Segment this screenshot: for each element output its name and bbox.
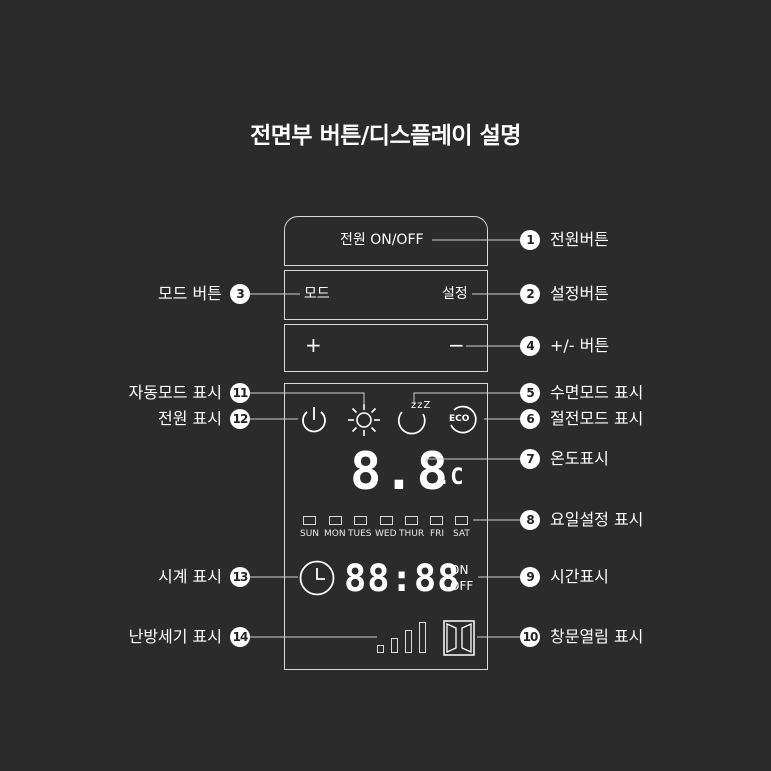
day-box-mon bbox=[329, 516, 342, 525]
clock-icon bbox=[299, 560, 335, 596]
sleep-zzz-text: zzZ bbox=[411, 400, 432, 411]
day-label-tues: TUES bbox=[348, 529, 372, 539]
label-day-setting: 요일설정 표시 bbox=[550, 510, 644, 529]
power-button-text: 전원 ON/OFF bbox=[340, 232, 424, 248]
eco-text: ECO bbox=[449, 414, 470, 424]
badge-4: 4 bbox=[520, 336, 540, 356]
day-label-fri: FRI bbox=[430, 529, 445, 539]
day-label-sat: SAT bbox=[453, 529, 470, 539]
day-box-sat bbox=[455, 516, 468, 525]
plus-minus-panel bbox=[284, 324, 488, 372]
day-label-sun: SUN bbox=[300, 529, 320, 539]
label-sleep-mode: 수면모드 표시 bbox=[550, 383, 644, 402]
day-box-thur bbox=[405, 516, 418, 525]
badge-10: 10 bbox=[520, 627, 540, 647]
label-heating-level: 난방세기 표시 bbox=[128, 627, 222, 646]
time-on-text: ON bbox=[450, 563, 469, 577]
heat-level-bar-1 bbox=[377, 645, 384, 653]
power-icon bbox=[302, 407, 326, 433]
label-temperature: 온도표시 bbox=[550, 449, 609, 468]
time-digits: 88:88 bbox=[344, 557, 461, 600]
badge-14: 14 bbox=[230, 627, 250, 647]
badge-9: 9 bbox=[520, 567, 540, 587]
sleep-moon-icon bbox=[397, 411, 426, 435]
label-eco-mode: 절전모드 표시 bbox=[550, 409, 644, 428]
badge-5: 5 bbox=[520, 383, 540, 403]
badge-7: 7 bbox=[520, 449, 540, 469]
label-setting-button: 설정버튼 bbox=[550, 284, 609, 303]
temperature-unit: .C bbox=[437, 465, 464, 490]
label-clock: 시계 표시 bbox=[158, 567, 222, 586]
mode-setting-panel bbox=[284, 270, 488, 320]
time-off-text: OFF bbox=[450, 579, 474, 593]
badge-1: 1 bbox=[520, 230, 540, 250]
heat-level-bar-3 bbox=[405, 630, 412, 653]
eco-icon bbox=[450, 405, 477, 434]
heat-level-bar-4 bbox=[419, 622, 426, 653]
setting-button-text[interactable]: 설정 bbox=[442, 286, 468, 302]
label-power-button: 전원버튼 bbox=[550, 230, 609, 249]
badge-8: 8 bbox=[520, 510, 540, 530]
temperature-digits: 8.8 bbox=[350, 442, 450, 502]
label-mode-button: 모드 버튼 bbox=[158, 284, 222, 303]
day-label-wed: WED bbox=[375, 529, 397, 539]
badge-6: 6 bbox=[520, 409, 540, 429]
label-auto-mode: 자동모드 표시 bbox=[128, 383, 222, 402]
label-window-open: 창문열림 표시 bbox=[550, 627, 644, 646]
day-label-mon: MON bbox=[324, 529, 346, 539]
heat-level-bar-2 bbox=[391, 638, 398, 653]
display-panel bbox=[284, 383, 488, 670]
page-title: 전면부 버튼/디스플레이 설명 bbox=[250, 123, 521, 149]
label-plus-minus-button: +/- 버튼 bbox=[550, 336, 610, 355]
power-button-panel[interactable] bbox=[284, 216, 488, 266]
day-box-sun bbox=[303, 516, 316, 525]
label-time: 시간표시 bbox=[550, 567, 609, 586]
badge-13: 13 bbox=[230, 567, 250, 587]
plus-button[interactable]: + bbox=[305, 333, 322, 357]
badge-12: 12 bbox=[230, 409, 250, 429]
day-box-fri bbox=[430, 516, 443, 525]
day-label-thur: THUR bbox=[399, 529, 425, 539]
window-open-icon bbox=[443, 620, 475, 656]
day-box-tues bbox=[354, 516, 367, 525]
mode-button-text[interactable]: 모드 bbox=[304, 286, 330, 302]
badge-2: 2 bbox=[520, 284, 540, 304]
badge-3: 3 bbox=[230, 284, 250, 304]
minus-button[interactable]: − bbox=[448, 333, 465, 357]
badge-11: 11 bbox=[230, 383, 250, 403]
day-box-wed bbox=[380, 516, 393, 525]
label-power-indicator: 전원 표시 bbox=[158, 409, 222, 428]
